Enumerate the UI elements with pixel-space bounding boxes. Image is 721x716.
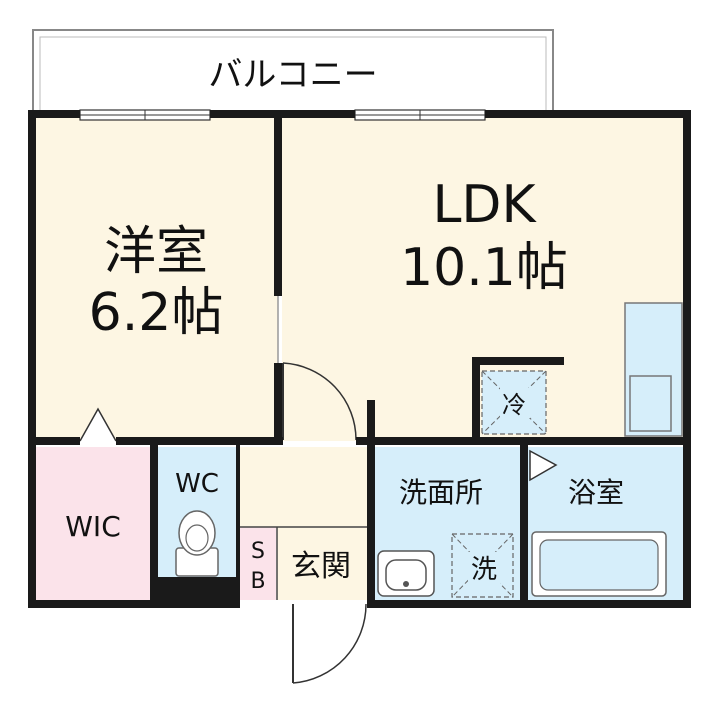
washer-label: 洗: [471, 555, 497, 585]
entrance-label: 玄関: [291, 549, 351, 584]
washroom-label: 洗面所: [399, 476, 483, 509]
shoebox-floor: [240, 527, 276, 600]
ldk-name: LDK: [432, 175, 537, 235]
wic-floor: [36, 447, 151, 600]
window-ldk: [354, 109, 486, 121]
wic-label: WIC: [65, 510, 121, 543]
window-western: [79, 109, 211, 121]
shoebox-label-b: B: [250, 569, 265, 594]
western-room-floor: [36, 116, 278, 441]
washer-space: 洗: [451, 533, 514, 598]
western-room-size: 6.2帖: [89, 283, 224, 343]
wash-basin-icon: [377, 550, 435, 597]
wic-door: [79, 407, 117, 442]
western-room-name: 洋室: [104, 222, 208, 282]
entrance-floor: [277, 527, 367, 600]
fridge-label: 冷: [502, 391, 526, 419]
balcony-label: バルコニー: [208, 55, 377, 95]
balcony: バルコニー: [32, 29, 554, 113]
bath-door: [529, 449, 558, 482]
toilet-icon: [175, 510, 219, 577]
ldk-door: [282, 362, 357, 441]
thin-partitions: [240, 296, 367, 600]
fridge-space: 冷: [481, 370, 547, 435]
wc-label: WC: [175, 469, 219, 499]
hall-floor: [236, 447, 368, 527]
ldk-size: 10.1帖: [400, 238, 568, 298]
kitchen-counter: [624, 302, 683, 437]
entrance-door: [292, 603, 367, 684]
bath-label: 浴室: [568, 476, 624, 509]
bathtub-icon: [531, 531, 667, 597]
walls: [28, 110, 691, 608]
shoebox-label-s: S: [251, 539, 265, 564]
